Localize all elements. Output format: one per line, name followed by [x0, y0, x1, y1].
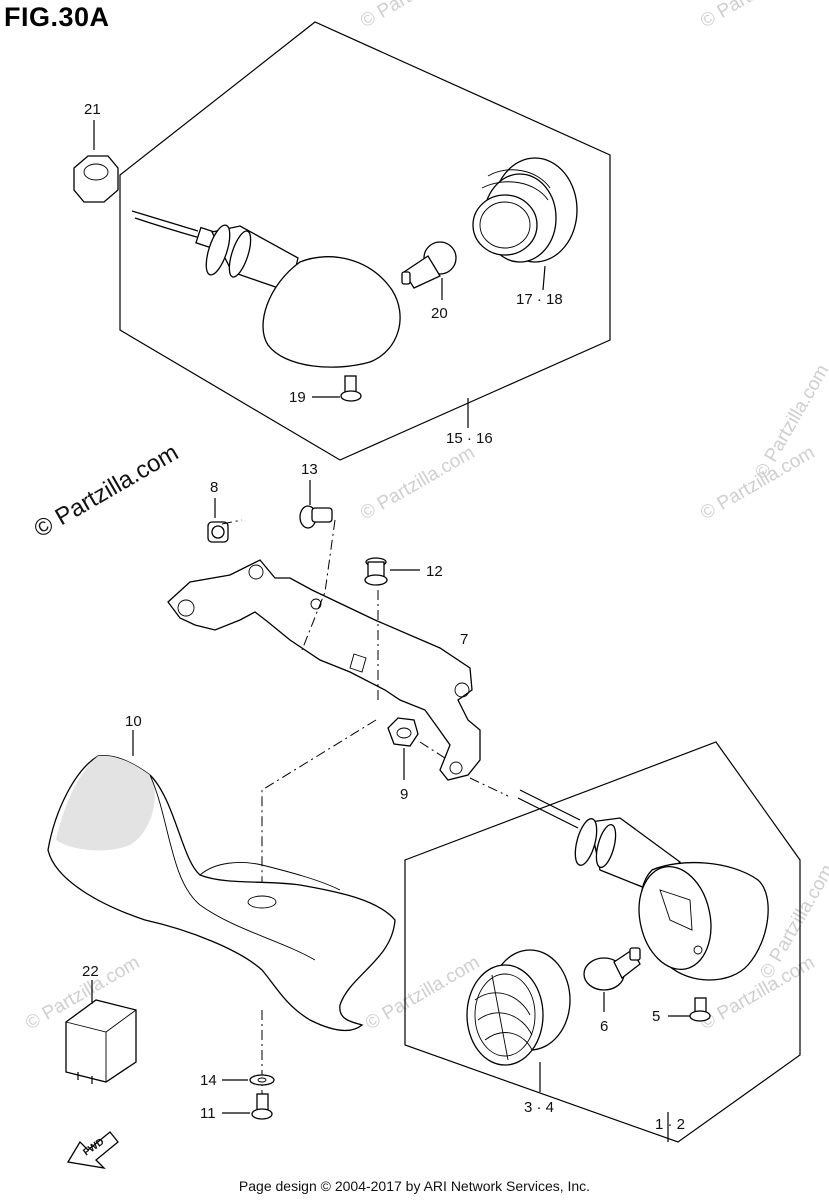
- screw-5: [668, 997, 711, 1022]
- callout-15-16: 15 · 16: [446, 430, 493, 447]
- fwd-arrow-icon: FWD: [66, 1131, 119, 1169]
- watermark: © Partzilla.com: [357, 442, 478, 524]
- callout-22: 22: [82, 963, 99, 980]
- bulb-20: [401, 241, 457, 289]
- callout-6: 6: [600, 1018, 608, 1035]
- relay-22: [65, 980, 137, 1084]
- callout-13: 13: [301, 461, 318, 478]
- callout-10: 10: [125, 713, 142, 730]
- watermark: © Partzilla.com: [357, 0, 478, 32]
- wire: [134, 217, 201, 239]
- callout-5: 5: [652, 1008, 660, 1025]
- lens-rim-17-18: [472, 157, 578, 263]
- grommet-8: [207, 498, 229, 543]
- callout-9: 9: [400, 786, 408, 803]
- callout-7: 7: [460, 631, 468, 648]
- signal-stem: [195, 224, 299, 293]
- assembly-line: [469, 777, 509, 797]
- bracket-7: [167, 559, 481, 781]
- callout-14: 14: [200, 1072, 217, 1089]
- lens-3-4: [466, 949, 571, 1092]
- callout-12: 12: [426, 563, 443, 580]
- watermark: © Partzilla.com: [697, 442, 818, 524]
- assembly-box-upper: [119, 21, 611, 461]
- watermark: © Partzilla.com: [697, 0, 818, 32]
- callout-3-4: 3 · 4: [524, 1099, 554, 1116]
- assembly-box-lower: [404, 741, 801, 1143]
- lower-turn-signal-assembly: [404, 741, 801, 1143]
- watermark: © Partzilla.com: [362, 952, 483, 1034]
- partzilla-watermark: © Partzilla.com: [30, 439, 184, 543]
- callout-19: 19: [289, 389, 306, 406]
- cover-10: [47, 730, 396, 1032]
- washer-14: [222, 1074, 275, 1086]
- screw-11: [222, 1093, 273, 1120]
- assembly-line: [221, 519, 243, 525]
- callout-20: 20: [431, 305, 448, 322]
- wire: [519, 789, 581, 821]
- nut-21: [73, 155, 119, 203]
- bracket-plate: [167, 559, 481, 781]
- wire: [517, 797, 579, 829]
- upper-turn-signal-assembly: [93, 21, 611, 461]
- assembly-line: [419, 741, 449, 761]
- wire: [131, 210, 199, 232]
- collar-12: [364, 557, 420, 586]
- page-footer: Page design © 2004-2017 by ARI Network S…: [238, 1178, 591, 1194]
- figure-title: FIG.30A: [4, 2, 110, 32]
- callout-11: 11: [200, 1105, 216, 1122]
- callout-17-18: 17 · 18: [516, 291, 563, 308]
- callout-8: 8: [210, 479, 218, 496]
- callouts: 21 17 · 18 20 19 15 · 16 13 8 12 7 10 9 …: [82, 101, 685, 1133]
- nut-9: [387, 717, 419, 780]
- signal-lens-body: [262, 256, 401, 368]
- screw-19: [340, 375, 362, 402]
- callout-1-2: 1 · 2: [655, 1116, 685, 1133]
- bolt-13: [299, 480, 333, 529]
- assembly-line: [301, 519, 336, 651]
- callout-21: 21: [84, 101, 101, 118]
- assembly-line: [261, 719, 377, 900]
- bulb-6: [583, 947, 641, 1012]
